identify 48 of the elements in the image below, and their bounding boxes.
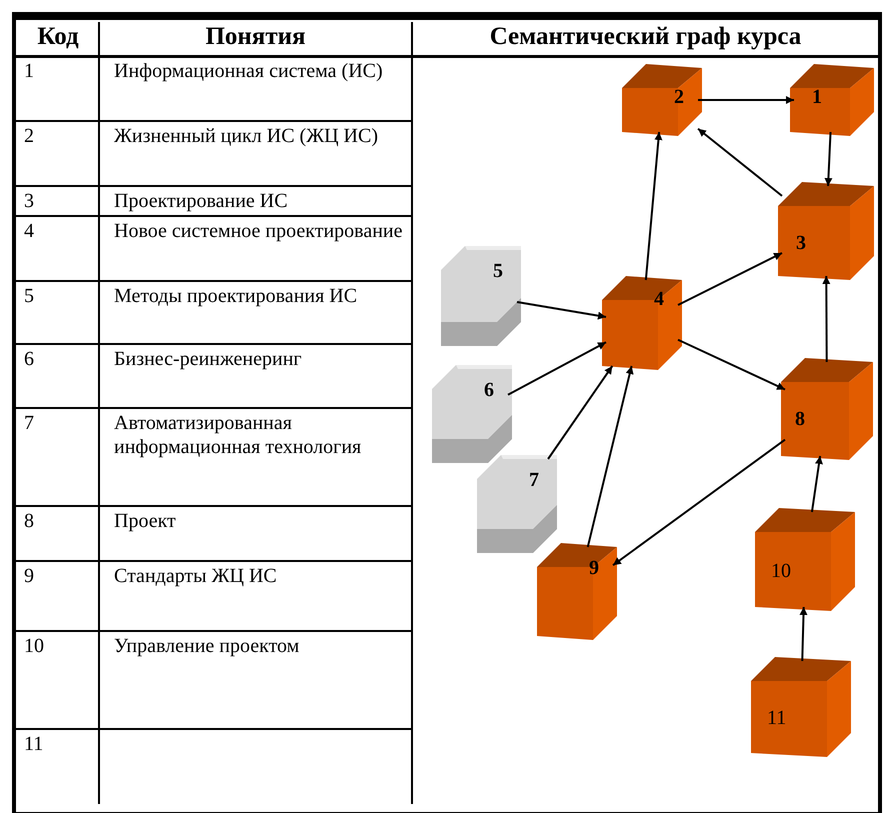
- arrow: [810, 456, 823, 512]
- code-text: 2: [24, 124, 35, 148]
- arrow: [547, 365, 614, 460]
- arrow: [822, 276, 830, 362]
- concept-text: Проект: [114, 509, 177, 533]
- concept-text: Новое системное проектирование: [114, 219, 404, 243]
- code-text: 4: [24, 219, 35, 243]
- code-text: 10: [24, 634, 45, 658]
- code-text: 1: [24, 59, 35, 83]
- arrow: [698, 96, 794, 104]
- column-header: Семантический граф курса: [488, 22, 802, 52]
- node-number: 8: [795, 408, 805, 430]
- node-number: 3: [796, 232, 806, 254]
- concept-text: Проектирование ИС: [114, 189, 289, 213]
- concept-text: Управление проектом: [114, 634, 300, 658]
- concept-text: Стандарты ЖЦ ИС: [114, 564, 278, 588]
- concept-text: Методы проектирования ИС: [114, 284, 358, 308]
- node-number: 2: [674, 86, 684, 108]
- arrow: [644, 132, 662, 280]
- node-number: 11: [767, 707, 786, 729]
- code-text: 11: [24, 732, 44, 756]
- arrow: [697, 128, 783, 197]
- code-text: 6: [24, 347, 35, 371]
- arrow: [678, 338, 786, 390]
- column-header: Код: [36, 22, 80, 52]
- concept-text: Информационная система (ИС): [114, 59, 384, 83]
- code-text: 5: [24, 284, 35, 308]
- concept-text: Жизненный цикл ИС (ЖЦ ИС): [114, 124, 380, 148]
- node-number: 4: [654, 288, 664, 310]
- code-text: 3: [24, 189, 35, 213]
- code-text: 7: [24, 411, 35, 435]
- node-number: 9: [589, 557, 599, 579]
- node-number: 7: [529, 469, 539, 491]
- node-number: 6: [484, 379, 494, 401]
- arrow: [800, 606, 808, 662]
- node-number: 10: [771, 560, 791, 582]
- code-text: 9: [24, 564, 35, 588]
- arrow: [586, 366, 634, 548]
- arrow: [612, 438, 786, 566]
- arrow: [824, 132, 832, 186]
- node-number: 1: [812, 86, 822, 108]
- concept-text: Бизнес-реинженеринг: [114, 347, 303, 371]
- node-number: 5: [493, 260, 503, 282]
- arrow: [508, 341, 606, 396]
- code-text: 8: [24, 509, 35, 533]
- column-header: Понятия: [204, 22, 307, 52]
- concept-text: Автоматизированная информационная технология: [114, 411, 362, 459]
- arrow: [516, 301, 606, 320]
